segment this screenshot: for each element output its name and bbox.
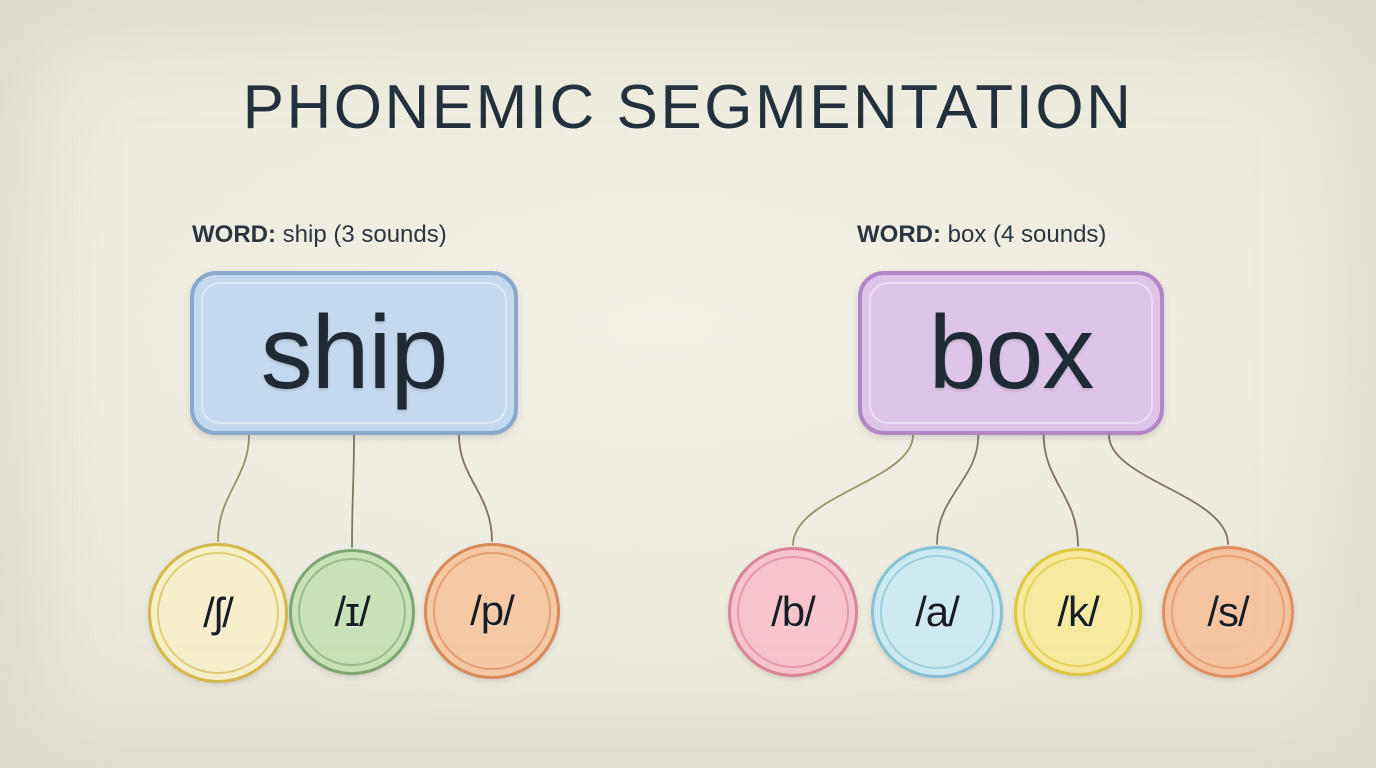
phoneme-circle-1-2[interactable]: /k/ bbox=[1014, 548, 1142, 676]
phoneme-inner-ring bbox=[880, 555, 994, 669]
word-box-ship[interactable]: ship bbox=[190, 271, 518, 435]
word-box-box[interactable]: box bbox=[858, 271, 1164, 435]
word-box-text: box bbox=[928, 295, 1095, 411]
phoneme-inner-ring bbox=[737, 556, 849, 668]
phoneme-circle-1-0[interactable]: /b/ bbox=[728, 547, 858, 677]
word-box-inner-ring bbox=[869, 282, 1153, 424]
word-box-inner-ring bbox=[201, 282, 507, 424]
phoneme-symbol: /ʃ/ bbox=[203, 589, 234, 636]
page-title: PHONEMIC SEGMENTATION bbox=[242, 73, 1134, 142]
phoneme-circle-0-0[interactable]: /ʃ/ bbox=[148, 543, 288, 683]
phoneme-circle-0-1[interactable]: /ɪ/ bbox=[289, 549, 415, 675]
word-label-value-2: box (4 sounds) bbox=[940, 221, 1107, 248]
phoneme-circle-1-3[interactable]: /s/ bbox=[1162, 546, 1294, 678]
phoneme-symbol: /a/ bbox=[915, 588, 960, 635]
phoneme-inner-ring bbox=[433, 552, 551, 670]
phoneme-circle-1-1[interactable]: /a/ bbox=[871, 546, 1003, 678]
word-label-key-2: WORD: bbox=[857, 221, 941, 248]
phoneme-inner-ring bbox=[1023, 557, 1133, 667]
phoneme-symbol: /k/ bbox=[1057, 588, 1099, 635]
phoneme-inner-ring bbox=[298, 558, 406, 666]
phoneme-symbol: /ɪ/ bbox=[334, 588, 370, 635]
word-label-group-1: WORD: ship (3 sounds) bbox=[192, 221, 447, 249]
word-label-key-1: WORD: bbox=[192, 221, 276, 248]
phoneme-symbol: /p/ bbox=[470, 587, 515, 634]
phoneme-symbol: /b/ bbox=[771, 588, 816, 635]
phoneme-circle-0-2[interactable]: /p/ bbox=[424, 543, 560, 679]
phoneme-inner-ring bbox=[1171, 555, 1285, 669]
phoneme-inner-ring bbox=[157, 552, 279, 674]
word-label-group-2: WORD: box (4 sounds) bbox=[857, 221, 1106, 249]
phoneme-symbol: /s/ bbox=[1207, 588, 1249, 635]
word-label-value-1: ship (3 sounds) bbox=[275, 221, 447, 248]
word-box-text: ship bbox=[260, 295, 449, 411]
